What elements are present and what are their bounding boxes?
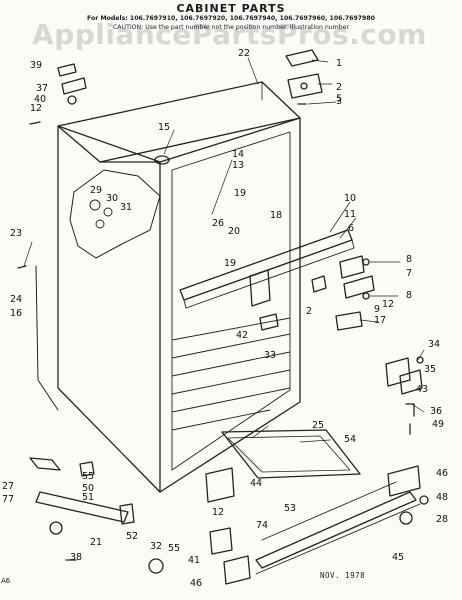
top-hinge-parts (285, 49, 323, 105)
part-label-11: 11 (344, 209, 356, 220)
part-label-33: 33 (264, 350, 276, 361)
part-label-52: 52 (126, 531, 138, 542)
part-label-27: 27 (2, 481, 14, 492)
drip-tray (221, 429, 361, 479)
part-label-6: 6 (348, 223, 354, 234)
part-label-44: 44 (250, 478, 262, 489)
part-label-12: 12 (30, 103, 42, 114)
part-label-37: 37 (36, 83, 48, 94)
part-label-42: 42 (236, 330, 248, 341)
part-label-39: 39 (30, 60, 42, 71)
part-label-35: 35 (424, 364, 436, 375)
part-label-28: 28 (436, 514, 448, 525)
part-label-36: 36 (430, 406, 442, 417)
part-label-51: 51 (82, 492, 94, 503)
part-label-19: 19 (234, 188, 246, 199)
part-label-21: 21 (90, 537, 102, 548)
part-label-54: 54 (344, 434, 356, 445)
part-label-7: 7 (406, 268, 412, 279)
part-label-46: 46 (436, 468, 448, 479)
part-label-10: 10 (344, 193, 356, 204)
part-label-12: 12 (382, 299, 394, 310)
part-label-15: 15 (158, 122, 170, 133)
part-label-2: 2 (336, 82, 342, 93)
diagram-title: CABINET PARTS (176, 2, 286, 15)
part-label-40: 40 (34, 94, 46, 105)
part-label-30: 30 (106, 193, 118, 204)
part-label-45: 45 (392, 552, 404, 563)
part-label-8: 8 (406, 254, 412, 265)
part-label-77: 77 (2, 494, 14, 505)
model-numbers: For Models: 106.7697910, 106.7697920, 10… (87, 15, 375, 22)
part-label-3: 3 (336, 96, 342, 107)
part-label-24: 24 (10, 294, 22, 305)
bottom-left-parts (29, 457, 135, 561)
lower-right-hinge (385, 356, 424, 435)
part-label-34: 34 (428, 339, 440, 350)
part-label-9: 9 (374, 304, 380, 315)
left-side-rod (17, 265, 59, 411)
part-label-49: 49 (432, 419, 444, 430)
part-label-48: 48 (436, 492, 448, 503)
part-label-1: 1 (336, 58, 342, 69)
revision-date: NOV. 1978 (320, 571, 366, 580)
part-label-18: 18 (270, 210, 282, 221)
part-label-38: 38 (70, 552, 82, 563)
caution-note: CAUTION: Use the part number not the pos… (112, 24, 349, 31)
part-label-50: 50 (82, 483, 94, 494)
part-label-16: 16 (10, 308, 22, 319)
part-label-41: 41 (188, 555, 200, 566)
page-code: A6 (1, 577, 11, 585)
right-bracket-parts (311, 255, 375, 331)
part-label-19: 19 (224, 258, 236, 269)
part-number-labels: 2212353937401215141329303119182620191011… (2, 48, 448, 589)
center-rail (179, 229, 355, 331)
part-label-2: 2 (306, 306, 312, 317)
part-label-17: 17 (374, 315, 386, 326)
part-label-14: 14 (232, 149, 244, 160)
part-label-31: 31 (120, 202, 132, 213)
part-label-23: 23 (10, 228, 22, 239)
part-label-32: 32 (150, 541, 162, 552)
part-label-25: 25 (312, 420, 324, 431)
part-label-13: 13 (232, 160, 244, 171)
base-grille (255, 481, 421, 575)
part-label-26: 26 (212, 218, 224, 229)
part-label-5: 5 (336, 94, 342, 105)
part-label-22: 22 (238, 48, 250, 59)
part-label-43: 43 (416, 384, 428, 395)
left-top-parts (29, 63, 87, 125)
part-label-8: 8 (406, 290, 412, 301)
part-label-55: 55 (82, 471, 94, 482)
part-label-20: 20 (228, 226, 240, 237)
watermark-text: AppliancePartsPros.com (32, 18, 427, 51)
part-label-12: 12 (212, 507, 224, 518)
part-label-46: 46 (190, 578, 202, 589)
part-label-53: 53 (284, 503, 296, 514)
part-label-55: 55 (168, 543, 180, 554)
cabinet-body (57, 81, 301, 493)
part-label-29: 29 (90, 185, 102, 196)
part-label-74: 74 (256, 520, 268, 531)
